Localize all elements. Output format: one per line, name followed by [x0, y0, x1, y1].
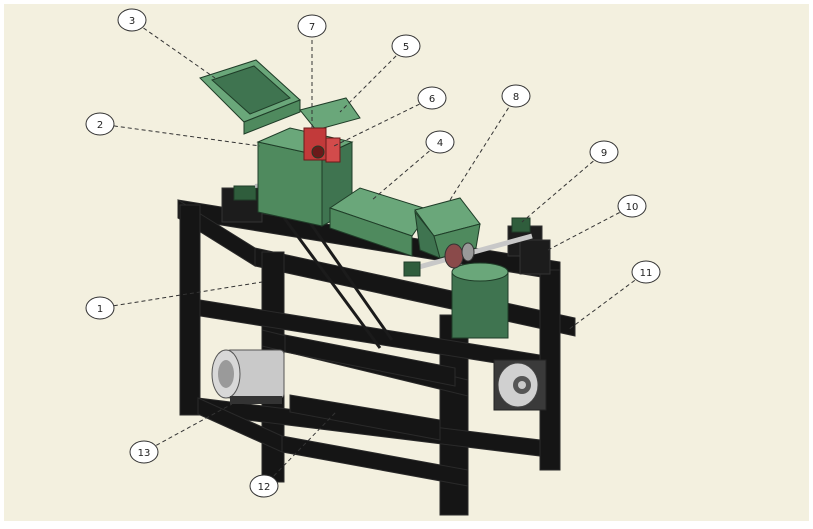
callout-label-12: 12 — [258, 482, 271, 493]
leader-line-2 — [99, 123, 261, 147]
separator-drum-top — [451, 262, 509, 282]
top-hopper-tray-inside — [211, 65, 291, 115]
electric-motor — [211, 349, 285, 404]
frame-mid-shelf — [284, 334, 456, 387]
motor-end-cap-inner — [218, 360, 234, 388]
callout-circle-8 — [501, 84, 531, 108]
blower-unit — [493, 359, 547, 411]
callout-circle-4 — [425, 130, 455, 154]
callout-label-5: 5 — [403, 42, 409, 53]
right-bearing-cap — [511, 217, 531, 233]
inclined-trough-front — [329, 207, 413, 257]
callout-label-2: 2 — [97, 120, 103, 131]
frame-bottom-shelf — [289, 394, 441, 441]
leader-line-12 — [263, 411, 337, 487]
frame-leg-back-left — [179, 204, 201, 416]
green-machine-body — [199, 59, 509, 339]
callout-circle-2 — [85, 112, 115, 136]
callout-label-3: 3 — [129, 16, 135, 27]
leader-lines — [99, 19, 647, 487]
leader-line-1 — [99, 281, 263, 309]
top-hopper-tray-front — [243, 99, 301, 135]
callout-label-6: 6 — [429, 94, 435, 105]
blower-fan — [518, 381, 526, 389]
callout-label-11: 11 — [640, 268, 653, 279]
leader-line-4 — [371, 141, 441, 201]
small-bearing-left — [403, 261, 421, 277]
small-hopper-lid — [299, 97, 361, 131]
callout-circle-1 — [85, 296, 115, 320]
callout-label-7: 7 — [309, 22, 315, 33]
right-pulley — [444, 243, 464, 269]
red-cutter-block-2 — [325, 137, 341, 163]
leader-line-5 — [339, 45, 407, 113]
right-bearing-block-10 — [519, 239, 551, 275]
left-bearing-cap — [233, 185, 257, 201]
callout-circle-3 — [117, 8, 147, 32]
right-pulley-2 — [461, 242, 475, 262]
callout-circle-5 — [391, 34, 421, 58]
callout-label-1: 1 — [97, 304, 103, 315]
leader-line-9 — [521, 151, 605, 223]
callout-circle-7 — [297, 14, 327, 38]
red-cutter-gear — [311, 145, 325, 159]
callout-label-4: 4 — [437, 138, 443, 149]
leader-line-11 — [567, 271, 647, 331]
leader-line-13 — [143, 403, 233, 453]
callout-circle-9 — [589, 140, 619, 164]
motor-base — [230, 396, 282, 404]
callout-circle-11 — [631, 260, 661, 284]
leader-line-3 — [131, 19, 216, 79]
callout-label-10: 10 — [626, 202, 639, 213]
belt-strand-1 — [266, 195, 382, 349]
callout-circle-13 — [129, 440, 159, 464]
callout-label-8: 8 — [513, 92, 519, 103]
callout-circle-10 — [617, 194, 647, 218]
callout-circle-12 — [249, 474, 279, 498]
right-shaft-assembly — [403, 217, 551, 277]
separator-drum — [451, 271, 509, 339]
leader-line-10 — [547, 205, 633, 251]
callout-label-9: 9 — [601, 148, 607, 159]
callout-circle-6 — [417, 86, 447, 110]
callout-label-13: 13 — [138, 448, 151, 459]
